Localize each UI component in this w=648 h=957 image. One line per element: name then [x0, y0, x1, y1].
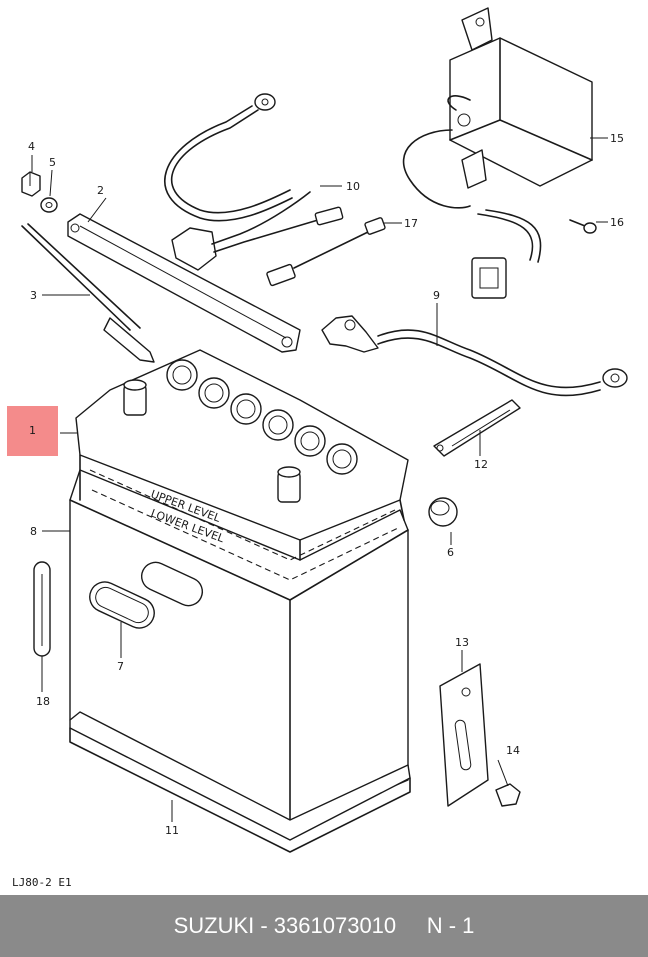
callout-4: 4	[28, 140, 35, 153]
callout-6: 6	[447, 546, 454, 559]
regulator-screw	[569, 219, 597, 234]
negative-cable	[164, 93, 344, 271]
washer	[40, 197, 58, 213]
callout-16: 16	[610, 216, 624, 229]
battery-tray	[69, 711, 411, 853]
drawing-code: LJ80-2 E1	[12, 876, 72, 889]
callout-11: 11	[165, 824, 179, 837]
callout-2: 2	[97, 184, 104, 197]
callout-13: 13	[455, 636, 469, 649]
callout-15: 15	[610, 132, 624, 145]
callout-leaders	[31, 137, 608, 822]
callout-12: 12	[474, 458, 488, 471]
parts-diagram: UPPER LEVEL LOWER LEVEL	[21, 7, 628, 853]
terminal-cap	[428, 497, 458, 527]
positive-cable	[321, 315, 628, 397]
callout-7: 7	[117, 660, 124, 673]
footer-bar: SUZUKI - 3361073010 N - 1	[0, 895, 648, 957]
voltage-regulator	[402, 7, 593, 299]
hold-down-bar	[67, 213, 301, 353]
callout-3: 3	[30, 289, 37, 302]
callout-17: 17	[404, 217, 418, 230]
footer-part-number: SUZUKI - 3361073010 N - 1	[173, 913, 475, 938]
callout-8: 8	[30, 525, 37, 538]
battery-rod	[21, 223, 155, 363]
callout-14: 14	[506, 744, 520, 757]
clamp	[33, 561, 51, 657]
callout-10: 10	[346, 180, 360, 193]
bracket-screw	[495, 783, 521, 807]
nut	[21, 171, 41, 197]
callout-1[interactable]: 1	[29, 424, 36, 437]
callout-18: 18	[36, 695, 50, 708]
selected-part-highlight[interactable]	[7, 406, 58, 456]
wire-harness	[266, 217, 386, 287]
battery: UPPER LEVEL LOWER LEVEL	[69, 349, 409, 831]
callout-5: 5	[49, 156, 56, 169]
bracket	[439, 663, 489, 807]
callout-9: 9	[433, 289, 440, 302]
strap	[433, 399, 521, 457]
vent-caps	[166, 359, 358, 475]
